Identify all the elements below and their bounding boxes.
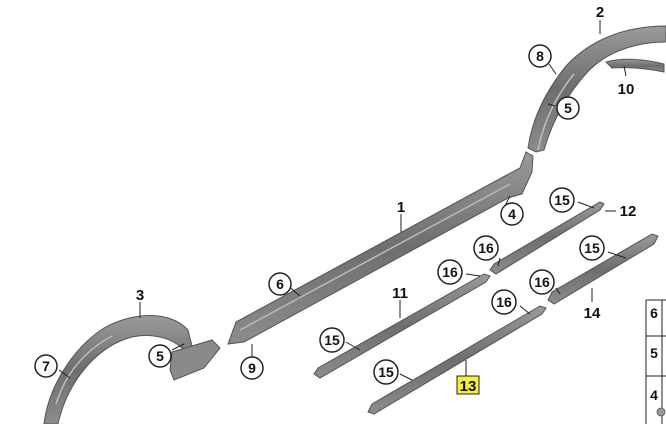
callout-4: 4 bbox=[508, 206, 516, 222]
callout-8: 8 bbox=[536, 48, 544, 64]
callout-13: 13 bbox=[460, 378, 477, 395]
callout-5a: 5 bbox=[564, 100, 572, 116]
part-12-rail bbox=[489, 201, 605, 275]
callout-16d: 16 bbox=[534, 274, 550, 290]
callout-16d-circle bbox=[529, 269, 555, 295]
part-13-rail bbox=[367, 305, 547, 415]
callout-16b-circle bbox=[437, 259, 463, 285]
callout-9: 9 bbox=[248, 360, 256, 376]
side-table: 6 5 4 bbox=[645, 299, 666, 424]
callout-1: 1 bbox=[397, 199, 405, 216]
callout-15a: 15 bbox=[554, 192, 570, 208]
callout-15b-circle bbox=[579, 235, 605, 261]
callout-6: 6 bbox=[276, 276, 284, 292]
callout-11: 11 bbox=[392, 285, 408, 302]
callout-5b: 5 bbox=[156, 348, 164, 364]
callout-15a-circle bbox=[549, 187, 575, 213]
callout-15b: 15 bbox=[584, 240, 600, 256]
callout-6-circle bbox=[268, 272, 292, 296]
part-10-trim-piece bbox=[605, 58, 665, 73]
callout-16a: 16 bbox=[478, 240, 494, 256]
callout-15d: 15 bbox=[378, 364, 394, 380]
callout-2: 2 bbox=[596, 4, 604, 21]
callout-16a-circle bbox=[473, 235, 499, 261]
callout-8-circle bbox=[528, 44, 552, 68]
side-table-row-2: 5 bbox=[650, 345, 658, 361]
callout-4-circle bbox=[500, 202, 524, 226]
callout-13-highlight bbox=[456, 375, 480, 395]
side-table-part-thumbnail bbox=[656, 407, 666, 417]
callout-16b: 16 bbox=[442, 264, 458, 280]
callout-12: 12 bbox=[620, 203, 637, 220]
callout-9-circle bbox=[240, 356, 264, 380]
callout-7-circle bbox=[34, 354, 58, 378]
part-1-sill-cover bbox=[233, 151, 534, 343]
callout-5b-circle bbox=[148, 344, 172, 368]
callout-16c: 16 bbox=[496, 294, 512, 310]
callout-15d-circle bbox=[373, 359, 399, 385]
side-table-row-1: 6 bbox=[650, 305, 658, 321]
callout-10: 10 bbox=[618, 81, 635, 98]
callout-5a-circle bbox=[556, 96, 580, 120]
part-11-rail bbox=[313, 273, 491, 379]
callout-15c-circle bbox=[319, 327, 345, 353]
callout-15c: 15 bbox=[324, 332, 340, 348]
leader-lines bbox=[58, 20, 627, 381]
callout-14: 14 bbox=[584, 305, 601, 322]
part-14-rail bbox=[547, 233, 659, 305]
part-2-wheel-arch-trim bbox=[527, 25, 666, 153]
callout-3: 3 bbox=[136, 287, 144, 304]
callout-16c-circle bbox=[491, 289, 517, 315]
side-table-row-3: 4 bbox=[650, 387, 658, 403]
callout-7: 7 bbox=[42, 358, 50, 374]
